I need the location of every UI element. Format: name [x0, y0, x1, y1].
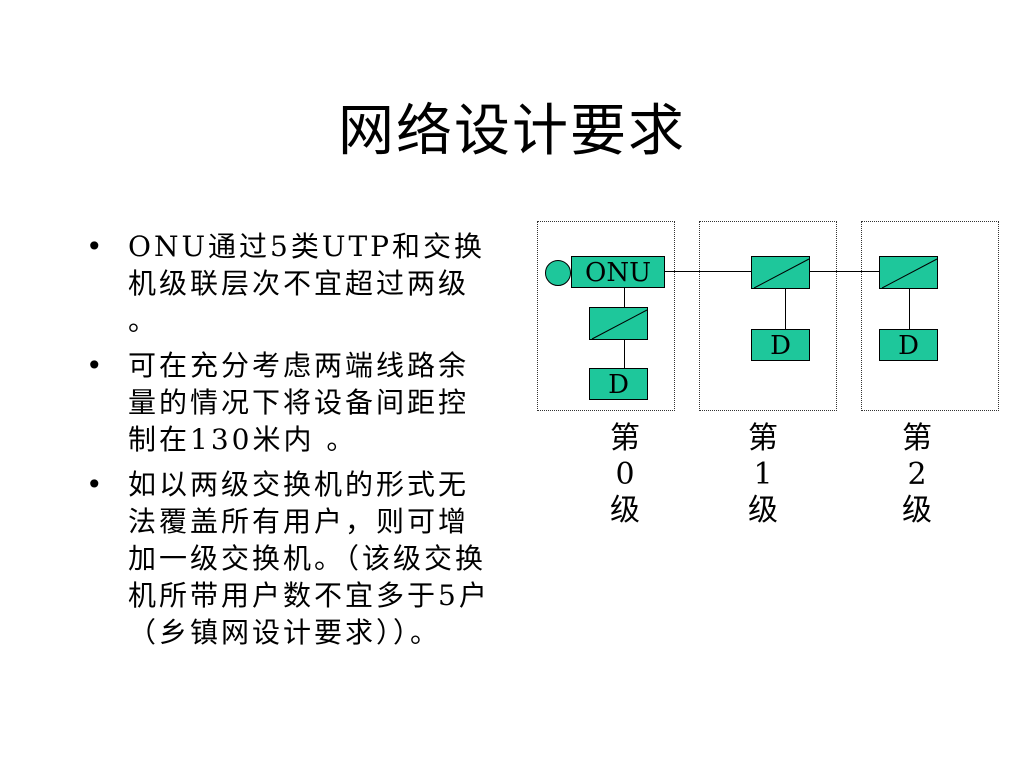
bullet-text: 如以两级交换机的形式无法覆盖所有用户，则可增加一级交换机。（该级交换机所带用户数…	[128, 468, 490, 649]
bullet-item: • 如以两级交换机的形式无法覆盖所有用户，则可增加一级交换机。（该级交换机所带用…	[86, 466, 496, 651]
device-box: D	[589, 368, 648, 400]
link-line	[909, 289, 910, 329]
bullet-text: ONU通过5类UTP和交换机级联层次不宜超过两级 。	[128, 230, 485, 337]
bullet-dot: •	[86, 468, 106, 501]
level-1-label: 第 1 级	[748, 421, 778, 528]
bullet-dot: •	[86, 230, 106, 263]
link-line	[624, 288, 625, 307]
slide-title: 网络设计要求	[338, 99, 686, 164]
onu-box: ONU	[571, 256, 665, 288]
bullet-text: 可在充分考虑两端线路余量的情况下将设备间距控制在130米内 。	[128, 349, 470, 456]
device-box: D	[751, 329, 810, 361]
bullet-dot: •	[86, 349, 106, 382]
device-box: D	[879, 329, 938, 361]
switch-icon	[589, 307, 648, 340]
switch-icon	[751, 256, 810, 289]
bullet-item: • ONU通过5类UTP和交换机级联层次不宜超过两级 。	[86, 228, 496, 339]
level-0-group	[537, 221, 675, 411]
link-line	[624, 340, 625, 368]
switch-icon	[879, 256, 938, 289]
link-line	[785, 289, 786, 329]
onu-port-icon	[545, 260, 571, 286]
bullet-item: • 可在充分考虑两端线路余量的情况下将设备间距控制在130米内 。	[86, 347, 496, 458]
level-0-label: 第 0 级	[610, 421, 640, 528]
level-2-label: 第 2 级	[902, 421, 932, 528]
level-1-group	[699, 221, 837, 411]
level-2-group	[861, 221, 999, 411]
bullet-list: • ONU通过5类UTP和交换机级联层次不宜超过两级 。 • 可在充分考虑两端线…	[86, 228, 496, 659]
